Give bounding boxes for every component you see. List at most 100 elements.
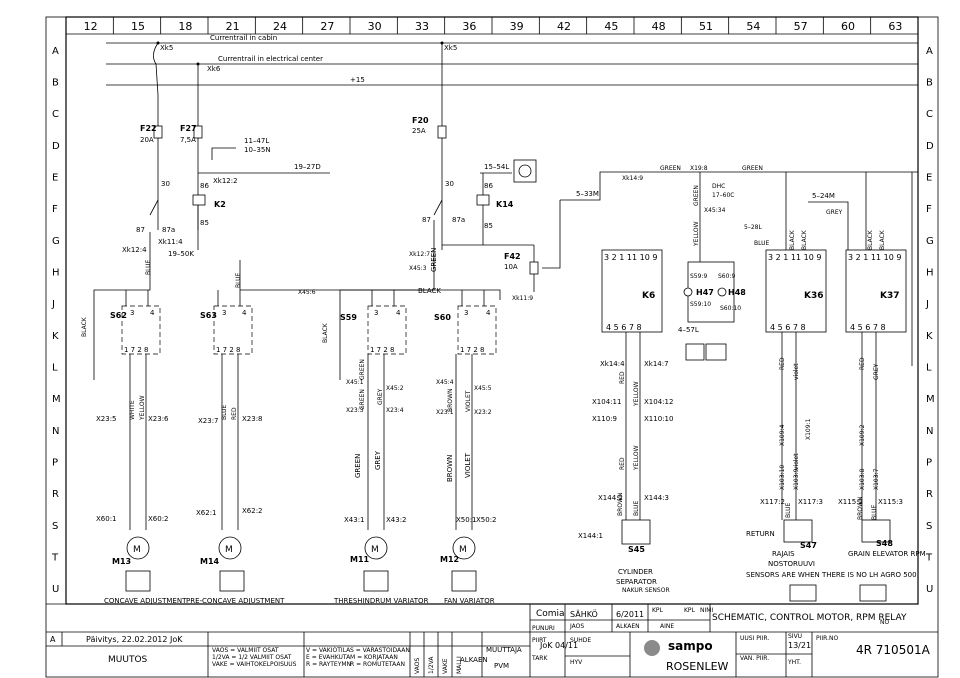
svg-text:BLUE: BLUE (871, 504, 878, 520)
xk5-right: Xk5 (444, 44, 457, 52)
row-label: U (926, 584, 933, 595)
xk5-left: Xk5 (160, 44, 173, 52)
svg-text:WHITE: WHITE (129, 400, 136, 420)
svg-text:RED: RED (779, 357, 786, 370)
svg-text:M13: M13 (112, 557, 131, 566)
branch-s47: RED violet X109:4 violet X109:1 X103:10 … (746, 332, 823, 568)
svg-text:F42: F42 (504, 252, 521, 261)
drawing-number: 4R 710501A (856, 643, 931, 657)
svg-text:H47: H47 (696, 288, 714, 297)
row-label: M (52, 394, 61, 405)
svg-text:25A: 25A (412, 127, 426, 135)
svg-text:NO: NO (880, 619, 889, 626)
svg-text:BROWN: BROWN (447, 389, 454, 412)
row-label: E (926, 173, 932, 184)
sampo-logo-icon (644, 640, 660, 656)
wire-green-bus2: GREEN (742, 165, 763, 172)
rail-plus15-label: +15 (350, 76, 365, 84)
svg-text:4: 4 (396, 309, 401, 317)
svg-text:3 2 1 11 10 9: 3 2 1 11 10 9 (848, 253, 901, 262)
svg-text:S59: S59 (340, 313, 357, 322)
svg-text:3 2 1 11 10 9: 3 2 1 11 10 9 (604, 253, 657, 262)
row-label: D (52, 141, 60, 152)
svg-text:K37: K37 (880, 291, 900, 301)
wire-green-k14: GREEN (430, 248, 438, 272)
svg-text:K2: K2 (214, 200, 226, 209)
row-label: D (926, 141, 934, 152)
ref-11-47l: 11–47L (244, 137, 269, 145)
svg-text:CYLINDER: CYLINDER (618, 568, 653, 576)
module-k6: 3 2 1 11 10 9 4 5 6 7 8 K6 (601, 249, 663, 333)
column-label: 51 (699, 20, 713, 33)
svg-text:violet: violet (793, 363, 800, 380)
svg-text:SEPARATOR: SEPARATOR (616, 578, 657, 586)
svg-text:RED: RED (859, 357, 866, 370)
svg-text:X43:1: X43:1 (344, 516, 365, 524)
ref-5-24m: 5–24M (812, 192, 835, 200)
svg-text:M: M (371, 545, 379, 555)
svg-text:S59:10: S59:10 (690, 301, 711, 308)
row-label: A (926, 46, 933, 57)
row-label: J (925, 299, 929, 310)
column-label: 39 (510, 20, 524, 33)
svg-text:S63: S63 (200, 311, 217, 320)
svg-text:X45:1: X45:1 (346, 379, 364, 386)
column-label: 12 (84, 20, 98, 33)
rail-cabin-label: Currentrail in cabin (210, 34, 277, 42)
svg-text:VAOS = VALMIIT OSAT: VAOS = VALMIIT OSAT (212, 647, 279, 654)
row-label: H (926, 268, 934, 279)
fan-icon (451, 570, 477, 592)
rail-center-label: Currentrail in electrical center (218, 55, 323, 63)
svg-text:30: 30 (161, 180, 170, 188)
module-k37: 3 2 1 11 10 9 4 5 6 7 8 K37 (845, 249, 907, 333)
column-label: 42 (557, 20, 571, 33)
svg-text:X104:12: X104:12 (644, 398, 673, 406)
svg-text:K14: K14 (496, 200, 514, 209)
svg-text:YELLOW: YELLOW (633, 445, 640, 471)
svg-text:4 5 6 7 8: 4 5 6 7 8 (606, 323, 642, 332)
row-label: T (925, 553, 933, 564)
svg-text:GREY: GREY (873, 363, 880, 380)
svg-text:HYV: HYV (570, 659, 583, 666)
row-label: F (52, 204, 58, 215)
svg-text:NIMI: NIMI (700, 607, 713, 614)
svg-text:X23:2: X23:2 (474, 409, 492, 416)
svg-text:87a: 87a (452, 216, 465, 224)
svg-text:X103:9: X103:9 (793, 468, 800, 490)
row-label: G (52, 236, 60, 247)
relay-k14: 30 86 K14 87 87a 85 (422, 180, 514, 230)
column-label: 45 (604, 20, 618, 33)
svg-text:BROWN: BROWN (857, 497, 864, 520)
svg-text:NAKUR SENSOR: NAKUR SENSOR (622, 587, 670, 594)
rpm-icon (705, 343, 727, 361)
xk6-label: Xk6 (207, 65, 221, 73)
svg-text:NOSTORUUVI: NOSTORUUVI (768, 560, 815, 568)
svg-text:RED: RED (619, 457, 626, 470)
ref-10-35n: 10–35N (244, 146, 271, 154)
wire-blue-1: BLUE (145, 259, 152, 275)
svg-text:VIOLET: VIOLET (465, 390, 472, 412)
svg-text:X45:5: X45:5 (474, 385, 492, 392)
svg-text:BLUE: BLUE (785, 502, 792, 518)
svg-text:VAKE = VAIHTOKELPOISUUS: VAKE = VAIHTOKELPOISUUS (212, 661, 297, 668)
row-label: C (52, 109, 59, 120)
wire-grey-k37: GREY (826, 209, 843, 216)
svg-text:R = ROMUTETAAN: R = ROMUTETAAN (350, 661, 405, 668)
svg-text:X104:11: X104:11 (592, 398, 621, 406)
column-label: 24 (273, 20, 287, 33)
wire-black-left: BLACK (81, 316, 88, 337)
svg-text:BROWN: BROWN (446, 455, 454, 482)
wire-green-dhc: GREEN (693, 185, 700, 206)
row-label: E (52, 173, 58, 184)
ref-5-28l: 5–28L (744, 224, 762, 231)
svg-text:X109:4: X109:4 (779, 424, 786, 446)
svg-text:85: 85 (200, 219, 209, 227)
svg-text:M: M (133, 545, 141, 555)
indicator-h47-h48: S59:9 S60:9 H47 H48 S59:10 S60:10 4–57L (678, 261, 746, 361)
svg-text:GREY: GREY (377, 388, 384, 405)
svg-text:4–57L: 4–57L (678, 326, 699, 334)
svg-text:GREY: GREY (374, 450, 382, 470)
